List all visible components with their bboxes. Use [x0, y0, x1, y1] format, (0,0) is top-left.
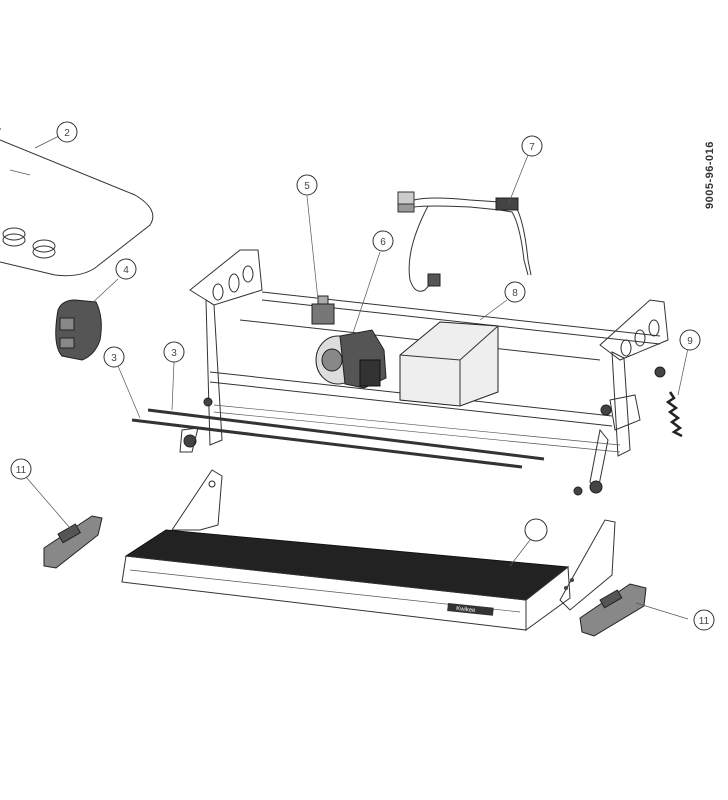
callout-balloon: 3	[163, 341, 185, 363]
part-8-gearbox-housing	[399, 321, 499, 407]
svg-text:7: 7	[529, 142, 535, 153]
svg-text:5: 5	[304, 181, 310, 192]
callout-balloon: 9	[679, 329, 701, 351]
callout-balloon: 6	[372, 230, 394, 252]
svg-text:11: 11	[699, 616, 710, 627]
part-6-motor	[315, 329, 387, 389]
step-tread: Kwikee	[121, 469, 616, 631]
part-2-mounting-plate	[0, 128, 154, 277]
callout-balloon: 7	[521, 135, 543, 157]
svg-text:3: 3	[111, 353, 117, 364]
part-11-end-cap-right	[579, 583, 647, 637]
part-9-spring	[665, 391, 683, 438]
svg-text:11: 11	[16, 465, 27, 476]
svg-text:4: 4	[123, 265, 129, 276]
svg-text:2: 2	[64, 128, 70, 139]
callout-balloon	[524, 518, 548, 542]
callout-balloon: 11	[10, 458, 32, 480]
part-3-rods	[131, 408, 545, 469]
callout-leaders	[25, 135, 689, 620]
svg-text:6: 6	[380, 237, 386, 248]
part-7-wire-harness	[397, 191, 532, 292]
svg-text:8: 8	[512, 288, 518, 299]
callout-balloon: 11	[693, 609, 715, 631]
callout-balloons: 2 7 5 6 4 8 3 3	[10, 121, 715, 631]
part-4-control-unit	[55, 299, 102, 361]
part-11-end-cap-left	[43, 515, 103, 569]
step-logo: Kwikee	[456, 606, 477, 614]
callout-balloon: 3	[103, 346, 125, 368]
svg-text:3: 3	[171, 348, 177, 359]
svg-text:9: 9	[687, 336, 693, 347]
callout-balloon: 2	[56, 121, 78, 143]
callout-balloon: 8	[504, 281, 526, 303]
part-5-switch	[311, 295, 335, 325]
callout-balloon: 4	[115, 258, 137, 280]
callout-balloon: 5	[296, 174, 318, 196]
